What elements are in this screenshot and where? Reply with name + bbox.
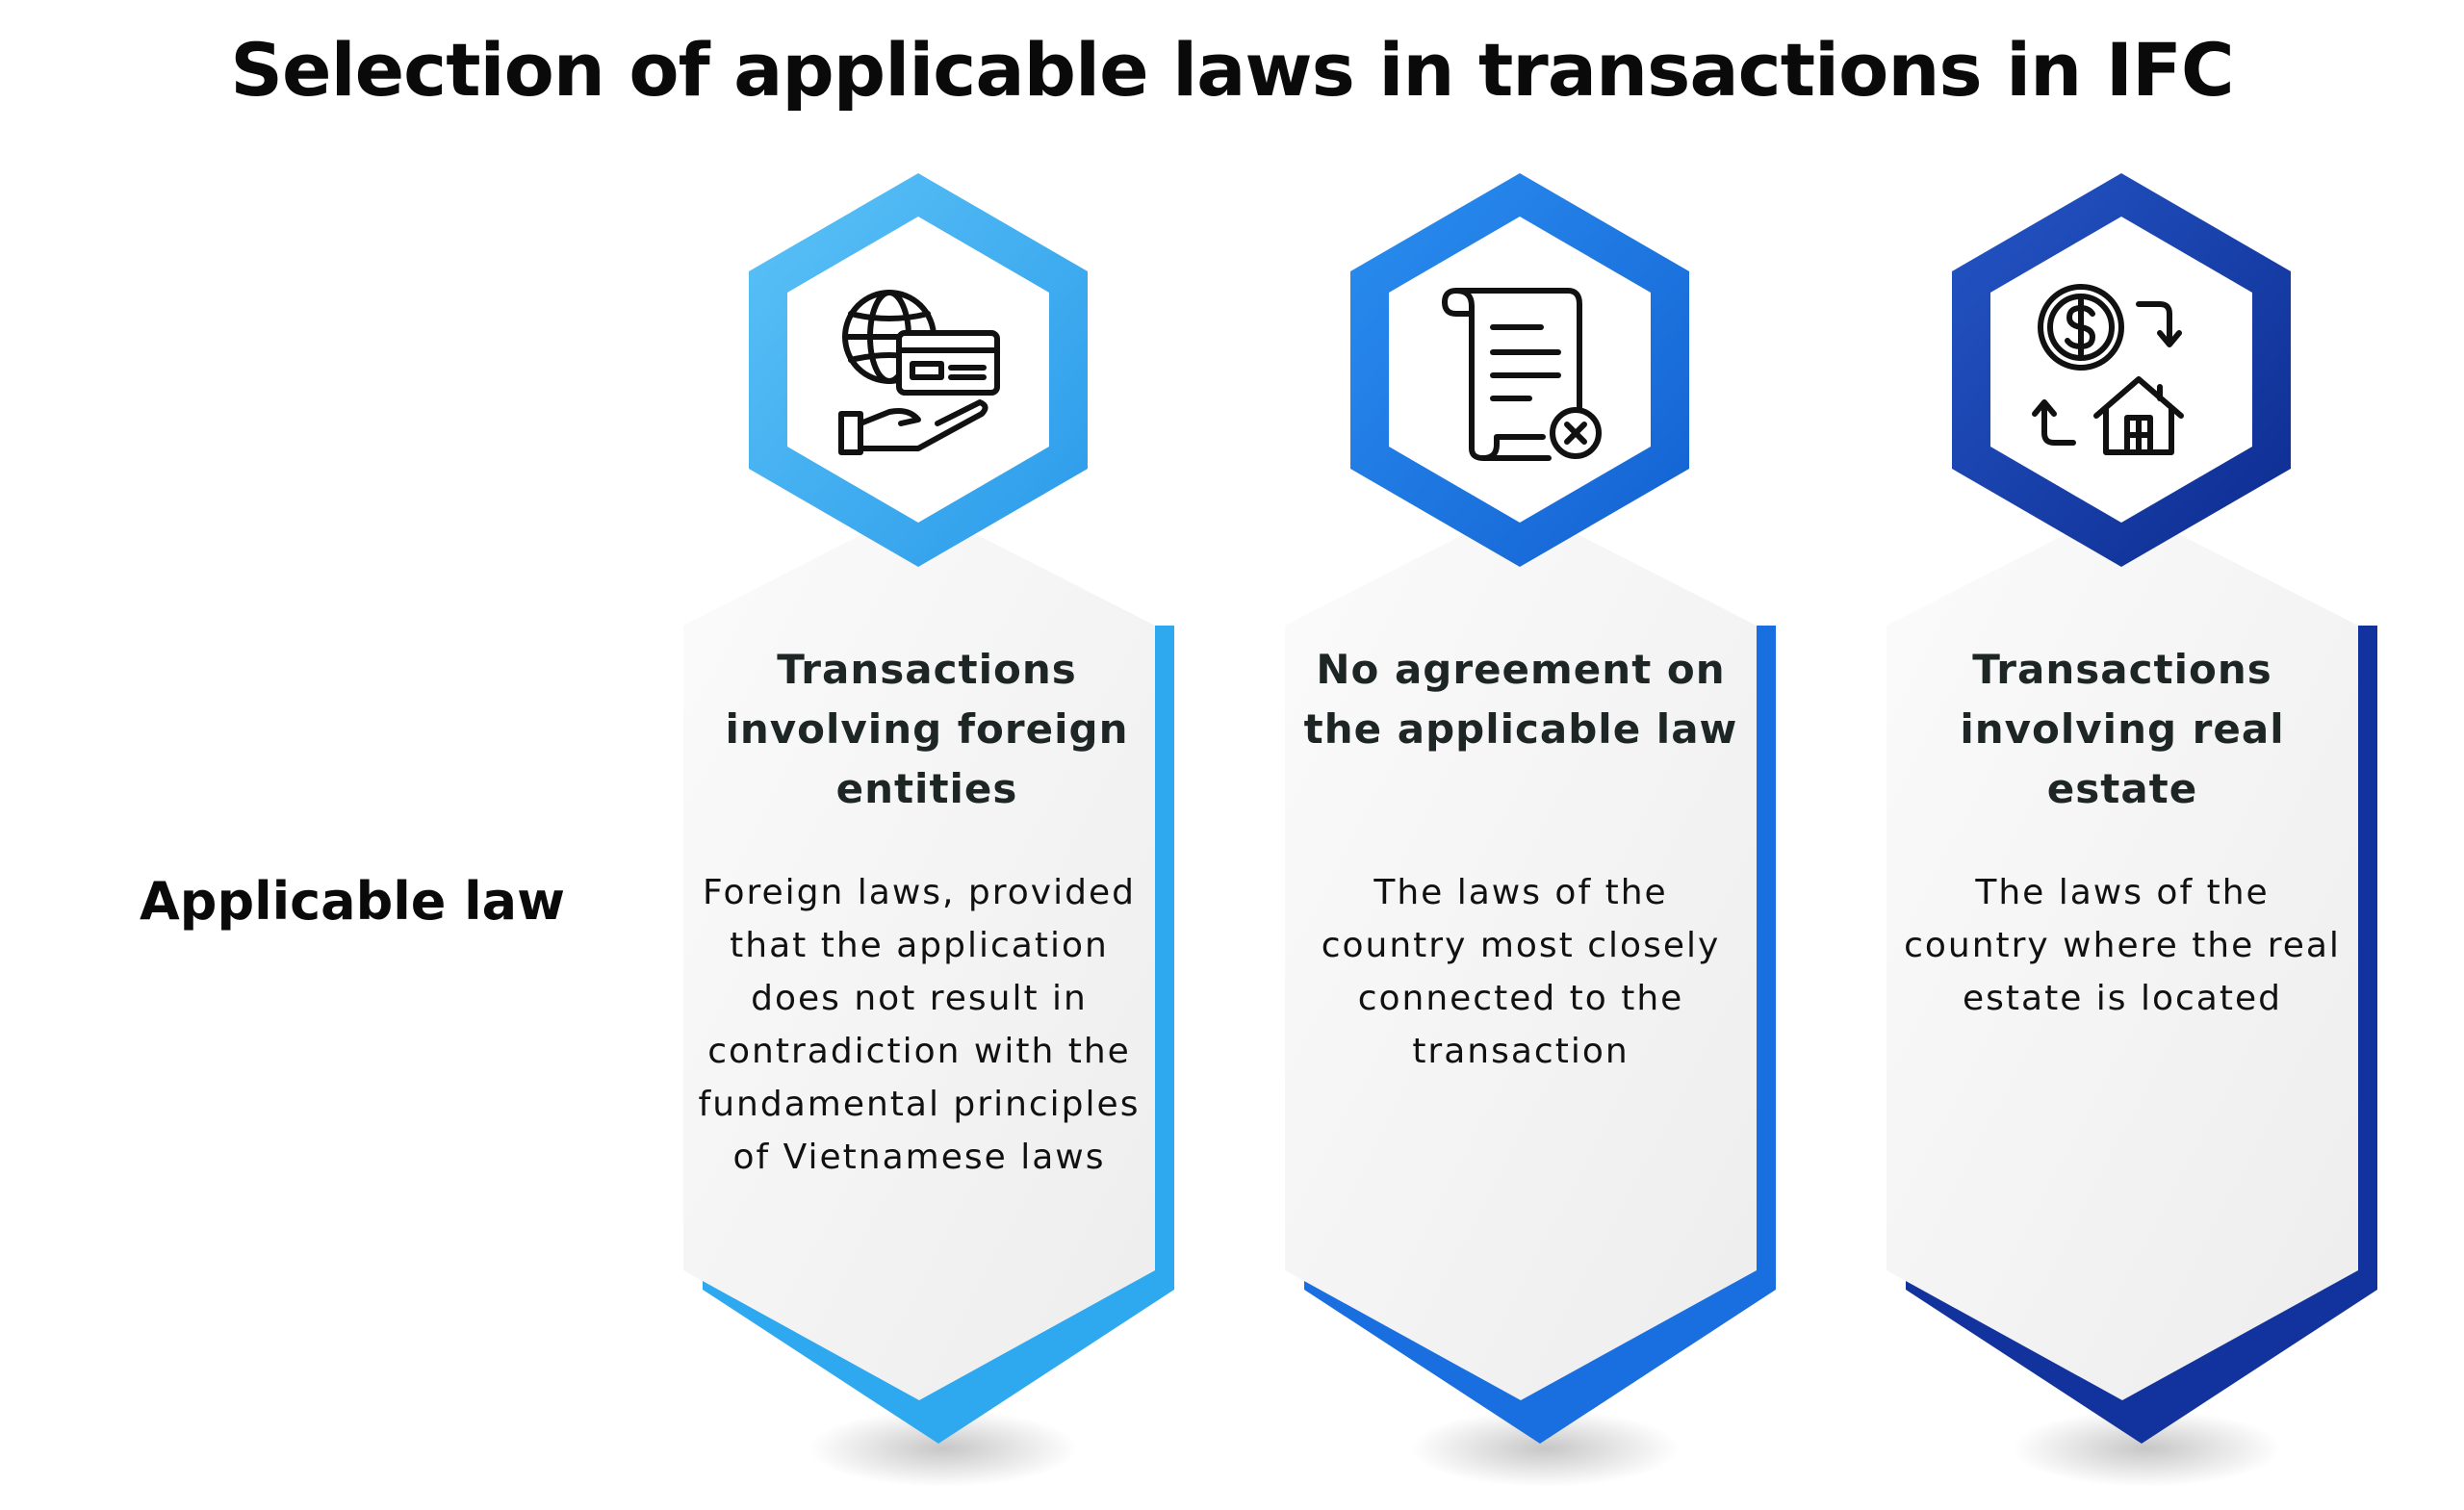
card-heading: Transactions involving foreign entities: [725, 646, 1129, 812]
page-title: Selection of applicable laws in transact…: [230, 27, 2234, 113]
dollar-exchange-house-icon: [2025, 279, 2218, 472]
column-foreign-entities: Transactions involving foreign entities …: [674, 0, 1213, 1510]
scroll-document-cancel-icon: [1424, 279, 1616, 472]
column-no-agreement: No agreement on the applicable law The l…: [1275, 0, 1814, 1510]
globe-card-hand-icon: [822, 279, 1014, 472]
column-real-estate: Transactions involving real estate The l…: [1877, 0, 2416, 1510]
card-body: The laws of the country most closely con…: [1321, 873, 1721, 1071]
row-label-applicable-law: Applicable law: [140, 871, 565, 932]
card-shape: [683, 173, 1174, 1487]
card-heading: No agreement on the applicable law: [1303, 646, 1738, 753]
card-heading: Transactions involving real estate: [1960, 646, 2285, 812]
card-body: Foreign laws, provided that the applicat…: [698, 873, 1141, 1177]
card-body: The laws of the country where the real e…: [1904, 873, 2341, 1018]
